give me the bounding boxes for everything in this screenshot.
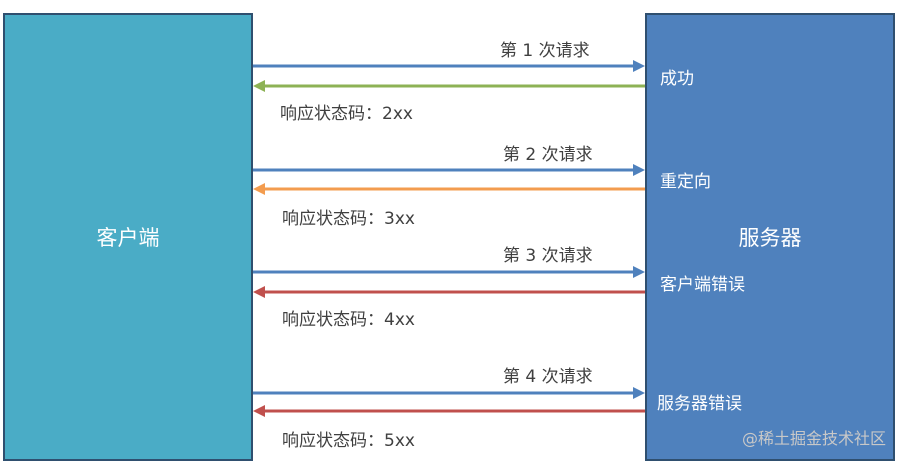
request-arrow-4 (253, 387, 645, 399)
result-label-4: 服务器错误 (657, 394, 742, 414)
server-label: 服务器 (738, 226, 802, 250)
response-label-1: 响应状态码：2xx (280, 104, 413, 124)
response-label-2: 响应状态码：3xx (282, 209, 415, 229)
result-label-1: 成功 (660, 69, 694, 89)
client-box: 客户端 (3, 13, 253, 461)
request-label-1: 第 1 次请求 (500, 41, 590, 61)
result-label-3: 客户端错误 (660, 275, 745, 295)
response-label-3: 响应状态码：4xx (282, 310, 415, 330)
result-label-2: 重定向 (660, 172, 711, 192)
response-arrow-1 (253, 80, 645, 92)
request-arrow-3 (253, 266, 645, 278)
client-label: 客户端 (96, 226, 160, 250)
watermark: @稀土掘金技术社区 (741, 429, 886, 448)
server-box: 服务器 (645, 13, 895, 461)
response-label-4: 响应状态码：5xx (282, 431, 415, 451)
request-label-2: 第 2 次请求 (503, 145, 593, 165)
response-arrow-3 (253, 286, 645, 298)
request-arrow-2 (253, 164, 645, 176)
response-arrow-2 (253, 183, 645, 195)
response-arrow-4 (253, 405, 645, 417)
request-label-4: 第 4 次请求 (503, 367, 593, 387)
request-label-3: 第 3 次请求 (503, 246, 593, 266)
request-arrow-1 (253, 60, 645, 72)
